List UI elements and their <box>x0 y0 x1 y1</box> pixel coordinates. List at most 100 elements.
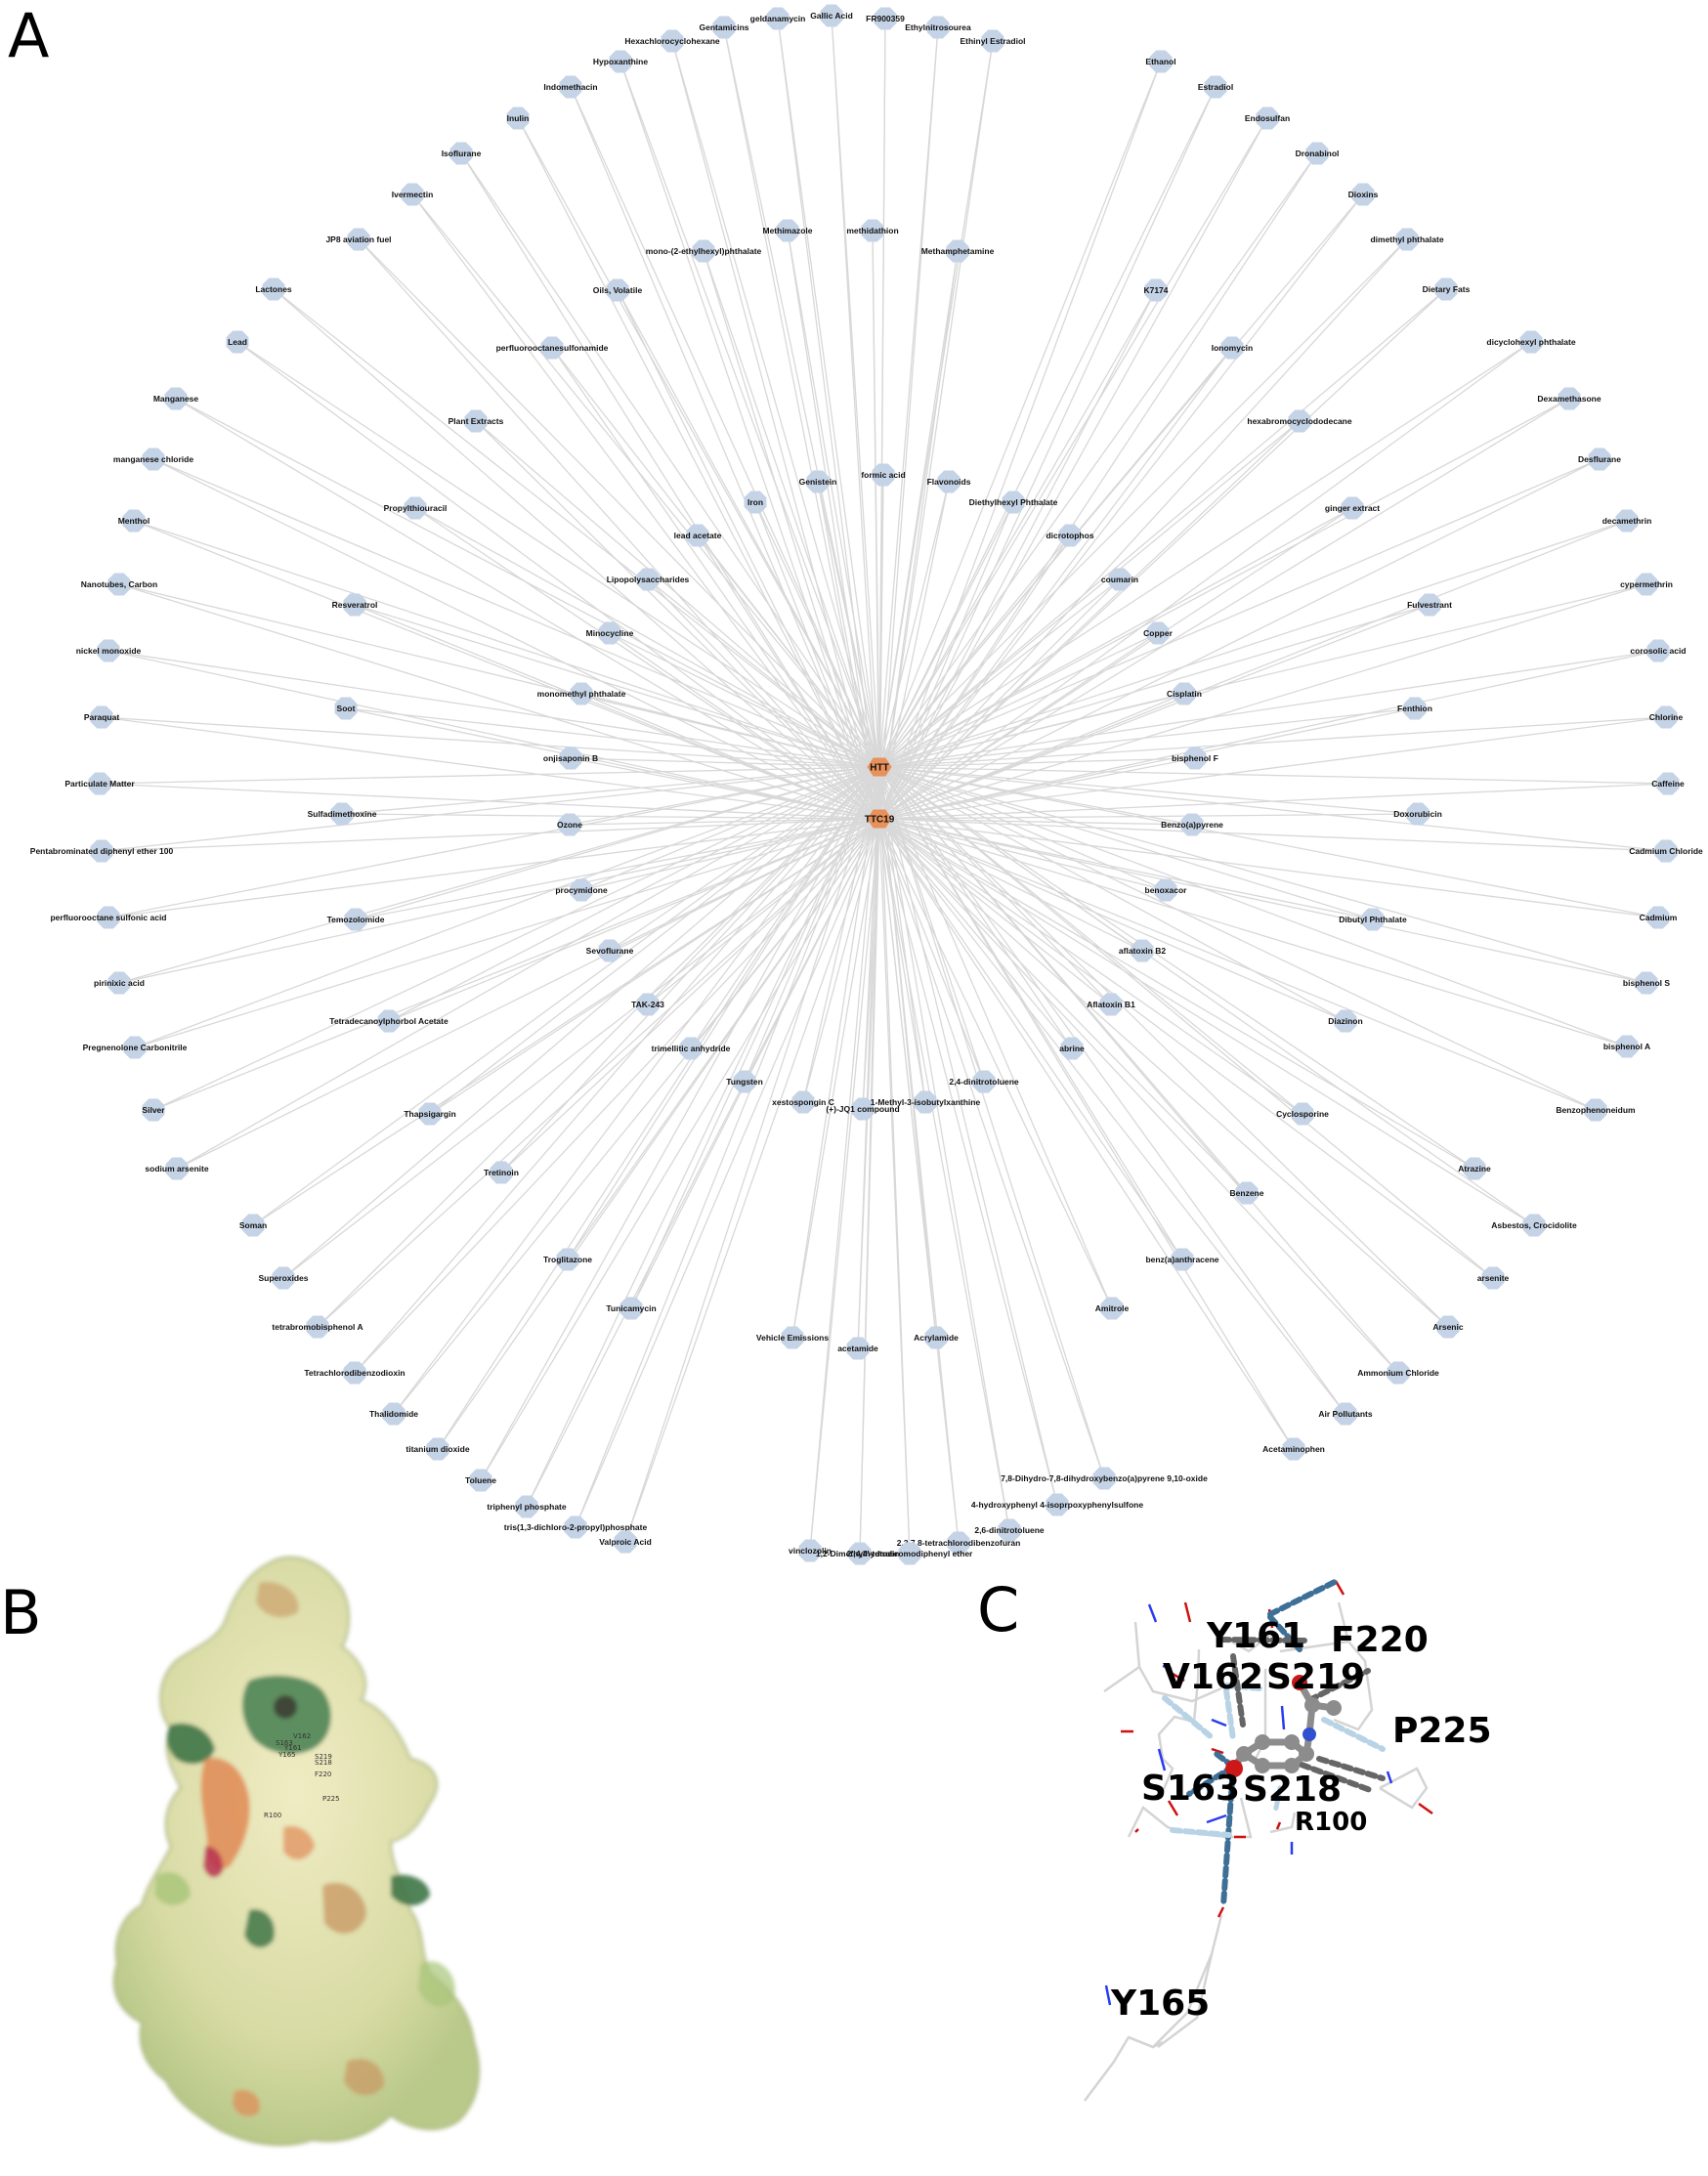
compound-node[interactable]: Cyclosporine <box>1276 1102 1329 1126</box>
compound-node[interactable]: Hexachlorocyclohexane <box>624 29 720 53</box>
compound-node[interactable]: coumarin <box>1101 568 1138 591</box>
compound-node[interactable]: Ozone <box>557 813 582 836</box>
compound-node[interactable]: Benzo(a)pyrene <box>1161 813 1223 836</box>
compound-node[interactable]: Acrylamide <box>914 1326 959 1349</box>
compound-node[interactable]: manganese chloride <box>113 448 193 471</box>
compound-node[interactable]: Vehicle Emissions <box>756 1326 829 1349</box>
compound-node[interactable]: Inulin <box>506 107 530 130</box>
compound-node[interactable]: Methamphetamine <box>921 239 995 263</box>
compound-node[interactable]: K7174 <box>1143 278 1169 302</box>
compound-node[interactable]: Oils, Volatile <box>593 278 643 302</box>
compound-node[interactable]: Desflurane <box>1578 448 1621 471</box>
compound-node[interactable]: sodium arsenite <box>145 1157 209 1180</box>
compound-node[interactable]: JP8 aviation fuel <box>325 228 392 251</box>
compound-node[interactable]: Amitrole <box>1095 1297 1130 1320</box>
compound-node[interactable]: Manganese <box>153 387 199 410</box>
compound-node[interactable]: Arsenic <box>1432 1315 1464 1339</box>
compound-node[interactable]: acetamide <box>837 1337 878 1360</box>
compound-node[interactable]: Paraquat <box>84 705 120 729</box>
compound-node[interactable]: dicyclohexyl phthalate <box>1486 330 1576 354</box>
compound-node[interactable]: Dexamethasone <box>1537 387 1601 410</box>
compound-node[interactable]: Atrazine <box>1458 1157 1491 1180</box>
compound-node[interactable]: tris(1,3-dichloro-2-propyl)phosphate <box>504 1515 648 1539</box>
compound-node[interactable]: Iron <box>744 491 767 514</box>
compound-node[interactable]: Thalidomide <box>369 1402 418 1426</box>
compound-node[interactable]: Fenthion <box>1397 697 1432 720</box>
compound-node[interactable]: Chlorine <box>1649 705 1684 729</box>
compound-node[interactable]: cypermethrin <box>1620 573 1673 596</box>
compound-node[interactable]: Tretinoin <box>484 1161 519 1184</box>
compound-node[interactable]: Benzophenoneidum <box>1556 1098 1636 1122</box>
compound-node[interactable]: Ionomycin <box>1212 336 1254 360</box>
compound-node[interactable]: dicrotophos <box>1046 524 1094 547</box>
compound-node[interactable]: Estradiol <box>1198 75 1233 99</box>
compound-node[interactable]: Doxorubicin <box>1393 802 1442 826</box>
compound-node[interactable]: (+)-JQ1 compound <box>826 1097 900 1121</box>
compound-node[interactable]: Superoxides <box>258 1266 309 1290</box>
compound-node[interactable]: ginger extract <box>1325 496 1380 520</box>
compound-node[interactable]: Hypoxanthine <box>593 50 648 73</box>
compound-node[interactable]: Toluene <box>465 1469 496 1492</box>
compound-node[interactable]: Methimazole <box>762 219 813 242</box>
compound-node[interactable]: Fulvestrant <box>1407 593 1452 617</box>
compound-node[interactable]: Menthol <box>118 509 150 533</box>
compound-node[interactable]: Caffeine <box>1651 772 1685 795</box>
compound-node[interactable]: Particulate Matter <box>64 772 135 795</box>
compound-node[interactable]: Soot <box>334 697 358 720</box>
compound-node[interactable]: decamethrin <box>1602 509 1652 533</box>
compound-node[interactable]: benoxacor <box>1145 878 1188 902</box>
compound-node[interactable]: Thapsigargin <box>404 1102 456 1126</box>
target-hub-node[interactable]: TTC19 <box>865 809 895 829</box>
compound-node[interactable]: Dietary Fats <box>1423 277 1471 301</box>
compound-node[interactable]: hexabromocyclododecane <box>1247 409 1352 433</box>
compound-node[interactable]: Diazinon <box>1328 1009 1363 1033</box>
compound-node[interactable]: trimellitic anhydride <box>652 1037 731 1060</box>
compound-node[interactable]: procymidone <box>555 878 608 902</box>
compound-node[interactable]: Minocycline <box>586 621 634 645</box>
compound-node[interactable]: Pregnenolone Carbonitrile <box>83 1036 188 1059</box>
compound-node[interactable]: Lactones <box>255 277 292 301</box>
compound-node[interactable]: Tunicamycin <box>606 1297 657 1320</box>
compound-node[interactable]: Ethanol <box>1145 50 1176 73</box>
compound-node[interactable]: bisphenol S <box>1623 971 1671 995</box>
compound-node[interactable]: Genistein <box>799 470 837 493</box>
compound-node[interactable]: Pentabrominated diphenyl ether 100 <box>30 839 174 863</box>
compound-node[interactable]: Dioxins <box>1348 183 1379 206</box>
compound-node[interactable]: Diethylhexyl Phthalate <box>969 491 1058 514</box>
compound-node[interactable]: 7,8-Dihydro-7,8-dihydroxybenzo(a)pyrene … <box>1001 1467 1208 1490</box>
compound-node[interactable]: geldanamycin <box>750 7 806 30</box>
compound-node[interactable]: Ammonium Chloride <box>1357 1361 1439 1385</box>
compound-node[interactable]: FR900359 <box>866 7 905 30</box>
compound-node[interactable]: bisphenol A <box>1603 1035 1650 1058</box>
compound-node[interactable]: Dibutyl Phthalate <box>1339 908 1407 931</box>
compound-node[interactable]: Troglitazone <box>543 1248 592 1271</box>
compound-node[interactable]: Air Pollutants <box>1318 1402 1373 1426</box>
compound-node[interactable]: Temozolomide <box>327 908 385 931</box>
compound-node[interactable]: Sevoflurane <box>586 939 634 962</box>
compound-node[interactable]: Dronabinol <box>1296 142 1340 165</box>
compound-node[interactable]: Ivermectin <box>392 183 434 206</box>
compound-node[interactable]: mono-(2-ethylhexyl)phthalate <box>646 239 762 263</box>
compound-node[interactable]: lead acetate <box>674 524 722 547</box>
compound-node[interactable]: Resveratrol <box>332 593 378 617</box>
compound-node[interactable]: Flavonoids <box>927 470 971 493</box>
compound-node[interactable]: Tetrachlorodibenzodioxin <box>304 1361 406 1385</box>
compound-node[interactable]: tetrabromobisphenol A <box>272 1315 363 1339</box>
compound-node[interactable]: 2,6-dinitrotoluene <box>974 1518 1045 1542</box>
compound-node[interactable]: formic acid <box>861 463 906 487</box>
compound-node[interactable]: Aflatoxin B1 <box>1087 993 1135 1016</box>
compound-node[interactable]: onjisaponin B <box>543 747 598 770</box>
compound-node[interactable]: Copper <box>1143 621 1174 645</box>
compound-node[interactable]: abrine <box>1059 1037 1085 1060</box>
compound-node[interactable]: methidathion <box>846 219 899 242</box>
compound-node[interactable]: 2',4,4'-tetrabromodiphenyl ether <box>847 1542 973 1565</box>
compound-node[interactable]: Gallic Acid <box>810 4 853 27</box>
compound-node[interactable]: Soman <box>239 1214 267 1237</box>
compound-node[interactable]: 2,3,7,8-tetrachlorodibenzofuran <box>897 1531 1021 1555</box>
compound-node[interactable]: xestospongin C <box>772 1090 834 1114</box>
compound-node[interactable]: dimethyl phthalate <box>1370 228 1444 251</box>
compound-node[interactable]: 1,2-Dimethylhydrazine <box>816 1542 904 1565</box>
compound-node[interactable]: Cisplatin <box>1167 682 1202 705</box>
compound-node[interactable]: benz(a)anthracene <box>1145 1248 1219 1271</box>
compound-node[interactable]: Propylthiouracil <box>384 496 448 520</box>
